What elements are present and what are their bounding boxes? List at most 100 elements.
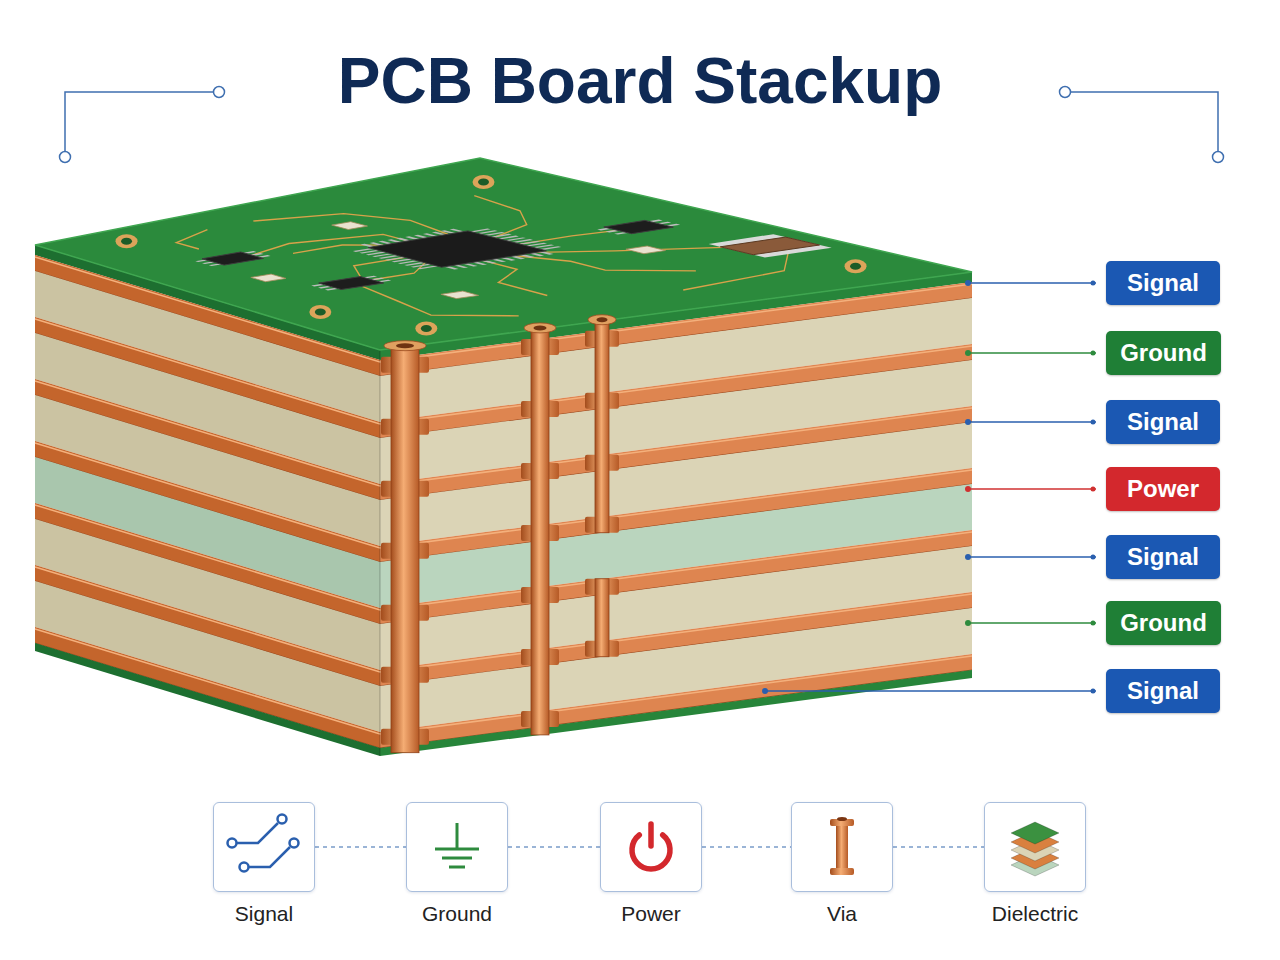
layer-label: Signal: [1106, 261, 1220, 305]
signal-node: [240, 863, 249, 872]
layer-label: Signal: [1106, 535, 1220, 579]
ic-pin: [417, 266, 438, 270]
small-ic: [311, 276, 391, 291]
signal-node: [228, 839, 237, 848]
via-hole: [837, 817, 847, 821]
dashed-connector: [315, 846, 406, 848]
smd-resistor: [626, 246, 666, 254]
board-top: [35, 158, 972, 351]
leader-line: [968, 282, 1096, 284]
solder-mask: [35, 643, 380, 756]
mounting-hole: [116, 234, 138, 248]
leader-dot: [965, 486, 971, 492]
solder-mask: [380, 670, 972, 756]
copper-trace: [474, 196, 526, 238]
copper-trace: [372, 263, 425, 280]
leader-dot: [965, 350, 971, 356]
legend-box: Power: [600, 802, 702, 892]
layer-label: Ground: [1106, 331, 1221, 375]
copper-trace: [515, 256, 696, 271]
legend-box: Signal: [213, 802, 315, 892]
via: [521, 329, 559, 735]
mounting-hole: [309, 305, 331, 319]
via-barrel: [595, 321, 609, 533]
leader-dot: [1091, 555, 1096, 560]
ground-stem: [456, 823, 459, 849]
smd-resistor: [332, 222, 368, 230]
power-stroke: [648, 824, 654, 846]
dielectric-icon: [1011, 822, 1059, 876]
leader-dot: [1091, 621, 1096, 626]
via-barrel: [531, 329, 549, 735]
leader-dot: [1091, 689, 1096, 694]
ground-bar: [449, 866, 465, 869]
small-ic: [195, 251, 270, 266]
decor-dot: [1060, 87, 1071, 98]
ic-body: [604, 220, 674, 233]
board-edge: [380, 350, 381, 756]
layer-name: Ground: [1120, 339, 1207, 367]
leader-dot: [1091, 487, 1096, 492]
power-icon: [632, 824, 670, 869]
dashed-connector: [508, 846, 600, 848]
via-pad-top: [524, 323, 556, 333]
leader-dot: [965, 554, 971, 560]
via-barrel: [595, 579, 609, 657]
signal-trace: [248, 847, 290, 867]
via-flange: [830, 868, 854, 875]
ic-body: [202, 252, 264, 265]
ic-body: [368, 231, 546, 267]
mounting-hole: [845, 259, 867, 273]
leader-line: [968, 352, 1096, 354]
copper-trace: [362, 286, 518, 316]
copper-trace: [176, 230, 207, 249]
decor-dot: [60, 152, 71, 163]
decor-dot: [214, 87, 225, 98]
layer-label: Power: [1106, 467, 1220, 511]
decor-line: [1071, 92, 1218, 152]
layer-label: Ground: [1106, 601, 1221, 645]
signal-trace: [236, 823, 278, 843]
via-pad-top: [588, 315, 616, 325]
via: [585, 579, 619, 657]
via-hole: [597, 317, 608, 322]
capacitor-terminal: [709, 234, 832, 257]
mounting-hole-bore: [121, 238, 132, 245]
signal-icon: [228, 815, 299, 872]
decor-dot: [1213, 152, 1224, 163]
dashed-connector: [702, 846, 791, 848]
layer-name: Signal: [1127, 408, 1199, 436]
solder-mask-top: [35, 158, 972, 350]
layer-name: Signal: [1127, 677, 1199, 705]
ic-body: [319, 277, 384, 290]
layer-name: Signal: [1127, 543, 1199, 571]
layer-name: Ground: [1120, 609, 1207, 637]
dielectric-sheet: [1011, 822, 1059, 844]
legend-text: Via: [792, 902, 892, 926]
mounting-hole-bore: [421, 325, 432, 332]
mounting-hole-bore: [850, 263, 861, 270]
via-pad-top: [384, 341, 426, 351]
copper-highlight: [35, 629, 972, 734]
layer-name: Power: [1127, 475, 1199, 503]
decor-line: [65, 92, 213, 152]
legend-text: Signal: [214, 902, 314, 926]
dashed-connector: [893, 846, 984, 848]
ic-pin: [540, 246, 561, 250]
legend-text: Power: [601, 902, 701, 926]
mounting-hole: [415, 321, 437, 335]
mounting-hole: [473, 175, 495, 189]
smd-resistor: [251, 274, 286, 282]
layer-label: Signal: [1106, 669, 1220, 713]
small-ic: [597, 220, 680, 235]
mounting-hole-bore: [315, 309, 326, 316]
legend-box: Ground: [406, 802, 508, 892]
leader-line: [968, 421, 1096, 423]
leader-dot: [1091, 351, 1096, 356]
legend-box: Via: [791, 802, 893, 892]
copper-trace: [483, 261, 547, 296]
